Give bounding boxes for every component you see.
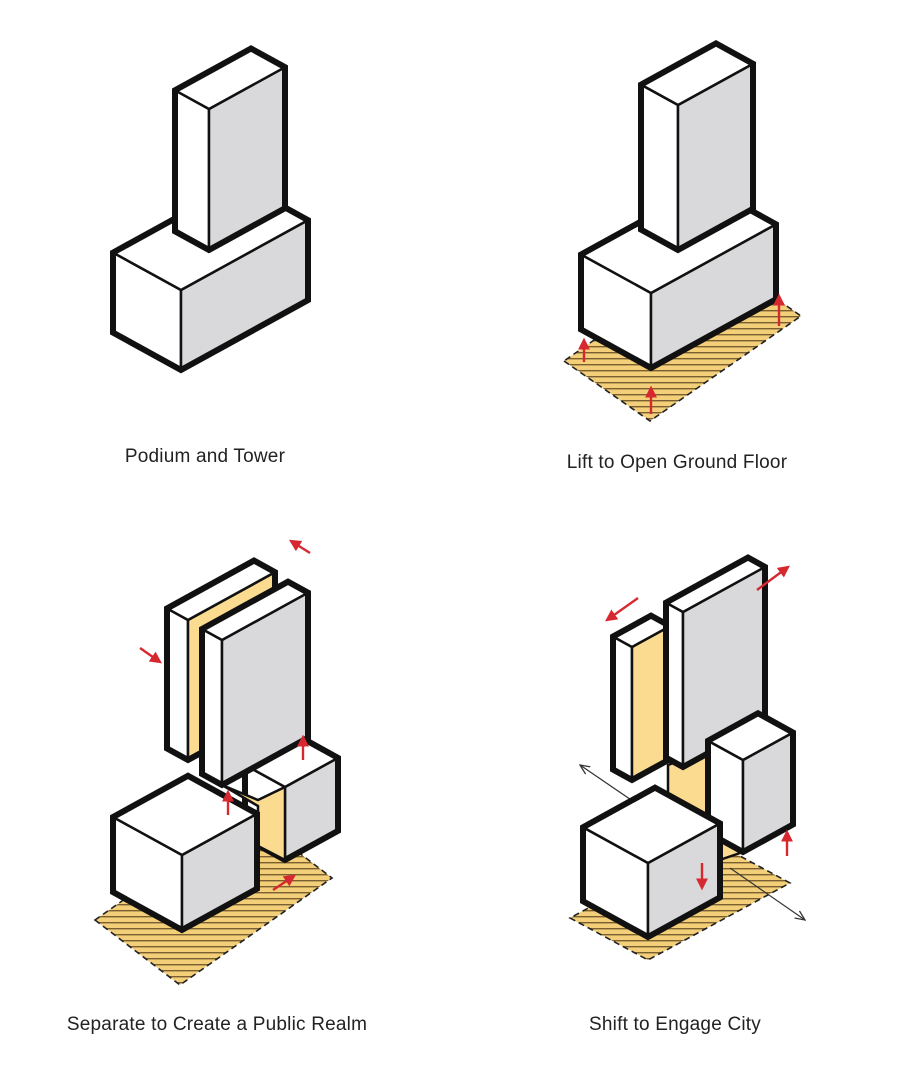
- diagram-separate-public-realm: [93, 539, 341, 986]
- front-podium-block: [580, 784, 723, 941]
- caption-shift-to-engage-city: Shift to Engage City: [589, 1014, 761, 1035]
- front-tower-slab: [199, 578, 311, 789]
- diagram-lift-ground-floor: [562, 39, 803, 422]
- diagram-shift-engage-city: [568, 554, 805, 961]
- shift-arrow-icon: [605, 597, 639, 622]
- tower-block: [638, 39, 756, 254]
- main-tower-slab: [663, 554, 768, 771]
- caption-lift-to-open-ground-floor: Lift to Open Ground Floor: [566, 452, 788, 473]
- caption-separate-public-realm: Separate to Create a Public Realm: [66, 1014, 368, 1035]
- diagram-podium-and-tower: [110, 45, 311, 374]
- separate-arrow-icon: [288, 539, 311, 555]
- open-space-face: [221, 783, 287, 863]
- left-face: [165, 607, 190, 762]
- open-arrow-icon: [272, 874, 296, 891]
- outline: [580, 784, 723, 941]
- left-face: [639, 83, 680, 252]
- shift-arrow-icon: [756, 565, 790, 591]
- axis-arrow-icon: [729, 867, 805, 920]
- outline: [110, 772, 260, 934]
- outline: [172, 45, 288, 254]
- left-face: [173, 89, 211, 252]
- outline: [638, 39, 756, 254]
- front-podium-block: [110, 772, 260, 934]
- tower-block: [172, 45, 288, 254]
- caption-podium-and-tower: Podium and Tower: [124, 446, 286, 467]
- separate-arrow-icon: [139, 647, 162, 664]
- thin-tower-slab: [610, 612, 673, 784]
